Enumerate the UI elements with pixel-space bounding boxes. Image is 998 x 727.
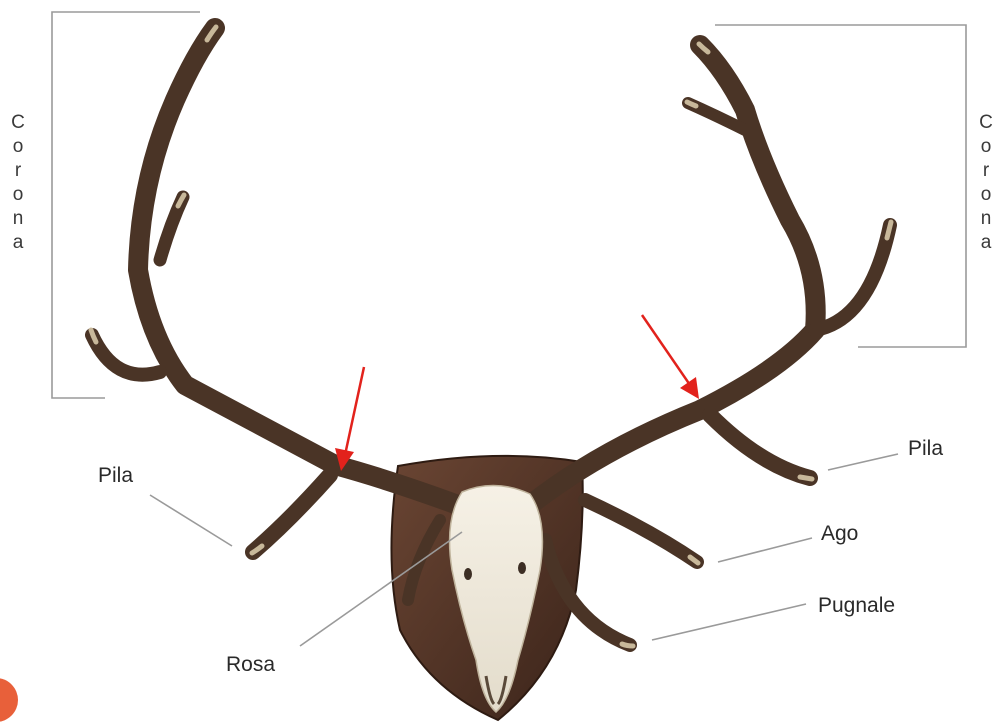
skull-eye-right — [518, 562, 526, 574]
red-arrow-right — [642, 315, 699, 399]
leader-pugnale — [652, 604, 806, 640]
label-rosa: Rosa — [226, 653, 275, 676]
leader-pila-left — [150, 495, 232, 546]
red-arrow-left — [335, 367, 364, 471]
label-pila-left: Pila — [98, 464, 133, 487]
leader-pila-right — [828, 454, 898, 470]
label-pugnale: Pugnale — [818, 594, 895, 617]
leader-ago — [718, 538, 812, 562]
label-pila-right: Pila — [908, 437, 943, 460]
label-ago: Ago — [821, 522, 858, 545]
corner-badge — [0, 678, 18, 722]
skull-eye-left — [464, 568, 472, 580]
right-antler — [530, 44, 891, 646]
corona-right-bracket — [715, 25, 966, 347]
